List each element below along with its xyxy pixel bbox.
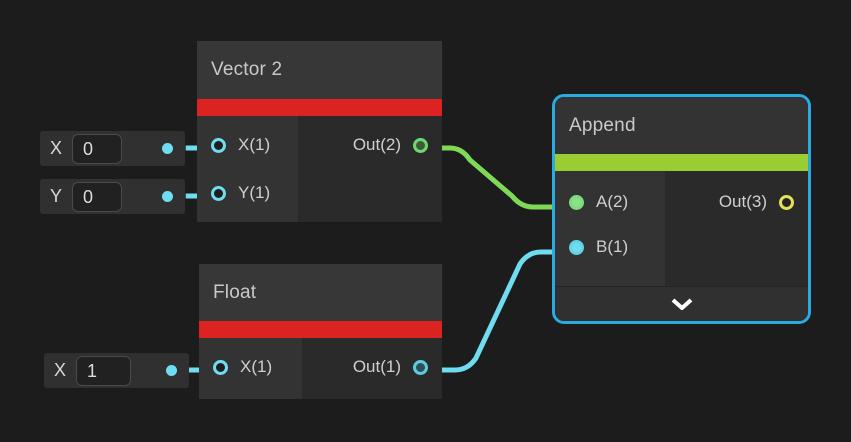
output-column-float: Out(1) (302, 338, 442, 399)
input-column-float: X(1) (199, 338, 302, 399)
output-port-out3-icon[interactable] (779, 194, 794, 210)
widget-label-vector2-x: X (49, 138, 62, 158)
output-port-out1-icon[interactable] (413, 359, 428, 375)
output-row-out1[interactable]: Out(1) (353, 356, 442, 378)
node-expand-footer-append[interactable] (555, 286, 808, 321)
input-label-a: A(2) (596, 192, 629, 211)
output-port-out2-icon[interactable] (413, 137, 428, 153)
input-label-y: Y(1) (238, 183, 271, 202)
input-row-float-x[interactable]: X(1) (199, 356, 272, 378)
node-vector2[interactable]: Vector 2 X(1) Y(1) Out(2) (197, 41, 442, 222)
node-accent-bar-float (199, 321, 442, 338)
widget-connector-dot-vector2-y[interactable] (162, 191, 173, 202)
widget-connector-dot-float-x[interactable] (166, 365, 177, 376)
input-port-float-x-icon[interactable] (213, 359, 228, 375)
output-column-append: Out(3) (665, 171, 808, 286)
widget-value-float-x[interactable]: 1 (76, 355, 131, 386)
input-label-b: B(1) (596, 237, 629, 256)
node-body-vector2: X(1) Y(1) Out(2) (197, 116, 442, 222)
output-row-out3[interactable]: Out(3) (719, 191, 808, 213)
input-row-x[interactable]: X(1) (197, 134, 270, 156)
widget-value-vector2-x[interactable]: 0 (72, 133, 122, 164)
node-body-append: A(2) B(1) Out(3) (555, 171, 808, 286)
output-row-out2[interactable]: Out(2) (353, 134, 442, 156)
input-label-float-x: X(1) (240, 357, 273, 376)
node-accent-bar-append (555, 154, 808, 171)
input-column-vector2: X(1) Y(1) (197, 116, 298, 222)
node-body-float: X(1) Out(1) (199, 338, 442, 399)
input-row-b[interactable]: B(1) (555, 236, 628, 258)
input-row-a[interactable]: A(2) (555, 191, 628, 213)
output-label-out1: Out(1) (352, 357, 401, 376)
input-port-b-icon[interactable] (569, 239, 584, 255)
output-label-out2: Out(2) (352, 135, 401, 154)
widget-float-x[interactable]: X 1 (44, 353, 189, 388)
widget-label-vector2-y: Y (49, 186, 62, 206)
input-port-x-icon[interactable] (211, 137, 226, 153)
input-port-a-icon[interactable] (569, 194, 584, 210)
output-label-out3: Out(3) (718, 192, 767, 211)
node-accent-bar-vector2 (197, 99, 442, 116)
widget-label-float-x: X (53, 360, 66, 380)
node-title-float: Float (199, 264, 442, 321)
node-title-append: Append (555, 97, 808, 154)
chevron-down-icon[interactable] (671, 298, 693, 310)
widget-value-vector2-y[interactable]: 0 (72, 181, 122, 212)
widget-connector-dot-vector2-x[interactable] (162, 143, 173, 154)
node-float[interactable]: Float X(1) Out(1) (199, 264, 442, 399)
output-column-vector2: Out(2) (298, 116, 442, 222)
input-port-y-icon[interactable] (211, 185, 226, 201)
input-row-y[interactable]: Y(1) (197, 182, 270, 204)
input-column-append: A(2) B(1) (555, 171, 665, 286)
node-title-vector2: Vector 2 (197, 41, 442, 99)
input-label-x: X(1) (238, 135, 271, 154)
widget-vector2-x[interactable]: X 0 (40, 131, 185, 166)
node-append[interactable]: Append A(2) B(1) Out(3) (555, 97, 808, 321)
widget-vector2-y[interactable]: Y 0 (40, 179, 185, 214)
